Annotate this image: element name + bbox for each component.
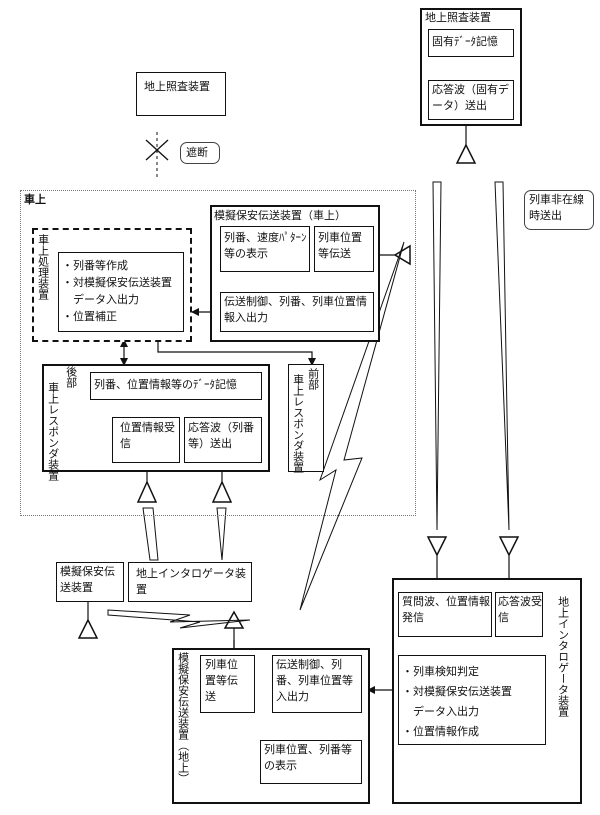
train-position-display-label: 列車位置、列番等の表示 bbox=[264, 743, 352, 772]
processing-item-4: ・位置補正 bbox=[62, 310, 117, 323]
processing-item-1: ・列番等作成 bbox=[62, 259, 128, 272]
fixed-data-memory-label: 固有ﾃﾞｰﾀ記憶 bbox=[432, 35, 498, 48]
bolt-bottom bbox=[107, 609, 251, 629]
transmission-control-ground-label: 伝送制御、列番、列車位置等入出力 bbox=[276, 658, 353, 703]
response-fixed-box bbox=[428, 80, 514, 120]
front-responder-label: 車上レスポンダ装置 bbox=[291, 374, 305, 473]
train-position-send-label: 列車位置等伝送 bbox=[205, 658, 238, 703]
transmission-control-ground-box bbox=[272, 655, 362, 713]
query-wave-label: 質問波、位置情報発信 bbox=[402, 595, 490, 624]
ground-item-2: ・対模擬保安伝送装置 bbox=[402, 685, 512, 698]
response-send-box bbox=[184, 417, 262, 463]
transmission-control-onboard-label: 伝送制御、列番、列車位置情報入出力 bbox=[224, 295, 367, 324]
rear-memory-box bbox=[90, 372, 262, 400]
sim-transmit-ground-label: 模擬保安伝送装置（地上） bbox=[176, 652, 190, 784]
gi-antenna-right-icon bbox=[498, 536, 520, 557]
processing-item-3: データ入出力 bbox=[62, 293, 139, 306]
ground-items-box bbox=[398, 655, 546, 745]
beam-down-left bbox=[432, 181, 442, 531]
top-ground-check-title: 地上照査装置 bbox=[425, 11, 491, 24]
train-position-transmit-label: 列車位置等伝送 bbox=[318, 231, 362, 260]
proc-to-front-arrow bbox=[157, 340, 316, 366]
ground-interrogator-left-device bbox=[128, 562, 252, 602]
response-fixed-label: 応答波（固有データ）送出 bbox=[432, 83, 509, 112]
ground-interrogator-label: 地上インタロゲータ装置 bbox=[556, 596, 570, 717]
cutoff-cross-b bbox=[145, 139, 169, 161]
non-presence-box bbox=[524, 190, 594, 230]
ground-item-3: データ入出力 bbox=[402, 705, 479, 718]
ground-item-4: ・位置情報作成 bbox=[402, 725, 479, 738]
rear-antenna-left-icon bbox=[136, 480, 158, 503]
sim-onboard-antenna-icon bbox=[393, 244, 411, 266]
gi-antenna-left-icon bbox=[426, 536, 448, 557]
sim-transmit-onboard-title: 模擬保安伝送装置（車上） bbox=[214, 209, 346, 222]
cutoff-box bbox=[180, 142, 220, 164]
response-receive-box bbox=[495, 592, 543, 637]
position-receive-label: 位置情報受信 bbox=[120, 421, 175, 450]
onboard-area bbox=[20, 190, 416, 516]
transmission-control-onboard-box bbox=[220, 292, 374, 332]
fixed-data-memory-box bbox=[428, 29, 514, 57]
rear-beam-right bbox=[216, 507, 227, 561]
beam-down-right bbox=[494, 181, 510, 531]
speed-pattern-display-label: 列番、速度ﾊﾟﾀｰﾝ等の表示 bbox=[224, 231, 307, 260]
train-position-send-box bbox=[200, 655, 255, 713]
top-antenna-icon bbox=[455, 143, 477, 164]
train-position-transmit-box bbox=[314, 226, 374, 272]
left-ground-check-label: 地上照査装置 bbox=[144, 80, 210, 93]
rear-antenna-right-icon bbox=[211, 480, 233, 503]
query-wave-box bbox=[398, 592, 492, 637]
response-send-label: 応答波（列番等）送出 bbox=[188, 421, 254, 450]
front-label: 前部 bbox=[306, 368, 320, 390]
rear-label: 後部 bbox=[64, 366, 78, 388]
ground-interrogator-left-label: 地上インタロゲータ装置 bbox=[136, 567, 246, 596]
sim-transmit-left-label: 模擬保安伝送装置 bbox=[60, 565, 115, 594]
cutoff-label: 遮断 bbox=[186, 146, 208, 159]
rear-beam-left bbox=[142, 507, 159, 561]
sim-transmit-left-device bbox=[56, 562, 124, 602]
ground-item-1: ・列車検知判定 bbox=[402, 665, 479, 678]
onboard-title: 車上 bbox=[24, 193, 46, 206]
left-ground-check-device bbox=[136, 72, 226, 116]
non-presence-label: 列車非在線時送出 bbox=[529, 193, 584, 222]
rear-memory-label: 列番、位置情報等のﾃﾞｰﾀ記憶 bbox=[94, 378, 237, 391]
left-antenna-icon bbox=[77, 618, 99, 639]
response-receive-label: 応答波受信 bbox=[498, 595, 542, 624]
rear-responder-label: 車上レスポンダ装置 bbox=[46, 382, 60, 481]
speed-pattern-display-box bbox=[220, 226, 310, 272]
position-receive-box bbox=[112, 417, 180, 463]
front-responder-device bbox=[288, 364, 324, 472]
processing-items-box bbox=[58, 252, 184, 332]
processing-item-2: ・対模擬保安伝送装置 bbox=[62, 276, 172, 289]
train-position-display-box bbox=[260, 740, 362, 784]
onboard-processing-label: 車上処理装置 bbox=[36, 234, 50, 300]
